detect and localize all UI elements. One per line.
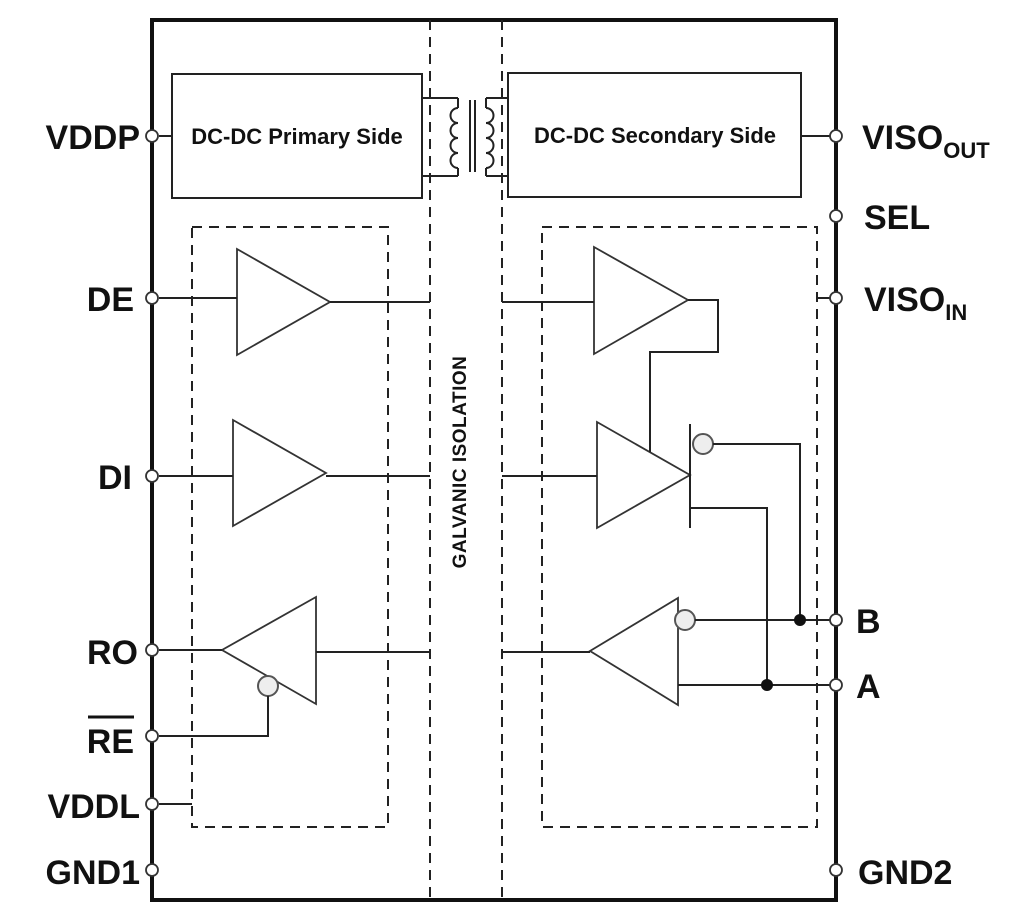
pin-viso-in: [829, 291, 843, 305]
di-buffer: [232, 418, 328, 528]
label-gnd1: GND1: [46, 854, 140, 892]
pin-ro: [145, 643, 159, 657]
label-ro: RO: [87, 634, 138, 672]
package-outline: [150, 18, 838, 902]
pin-vddl: [145, 797, 159, 811]
label-b: B: [856, 603, 881, 641]
label-vddl: VDDL: [47, 788, 140, 826]
pin-viso-out: [829, 129, 843, 143]
pin-de: [145, 291, 159, 305]
pin-a: [829, 678, 843, 692]
label-sel: SEL: [864, 199, 930, 237]
label-vddp: VDDP: [46, 119, 140, 157]
label-gnd2: GND2: [858, 854, 952, 892]
dcdc-secondary-label: DC-DC Secondary Side: [534, 123, 776, 148]
receiver-inversion-bubble: [674, 609, 696, 631]
dcdc-primary-label: DC-DC Primary Side: [191, 124, 403, 149]
label-re: RE: [87, 723, 134, 761]
pin-di: [145, 469, 159, 483]
pin-sel: [829, 209, 843, 223]
junction-b: [794, 614, 806, 626]
receiver-amplifier: [588, 596, 679, 707]
pin-gnd2: [829, 863, 843, 877]
driver-amplifier: [596, 420, 692, 530]
pin-gnd1: [145, 863, 159, 877]
secondary-logic-box: [541, 226, 818, 828]
label-di: DI: [98, 459, 132, 497]
re-inversion-bubble: [257, 675, 279, 697]
label-de: DE: [87, 281, 134, 319]
junction-a: [761, 679, 773, 691]
de-buffer: [236, 247, 332, 357]
viso-buffer: [593, 245, 690, 356]
transformer-icon: [422, 97, 508, 177]
pin-re: [145, 729, 159, 743]
isolation-label: GALVANIC ISOLATION: [450, 356, 471, 569]
primary-logic-box: [191, 226, 389, 828]
label-viso-out: VISOOUT: [862, 119, 990, 163]
pin-b: [829, 613, 843, 627]
driver-inversion-bubble: [692, 433, 714, 455]
label-a: A: [856, 668, 881, 706]
pin-vddp: [145, 129, 159, 143]
label-viso-in: VISOIN: [864, 281, 967, 325]
